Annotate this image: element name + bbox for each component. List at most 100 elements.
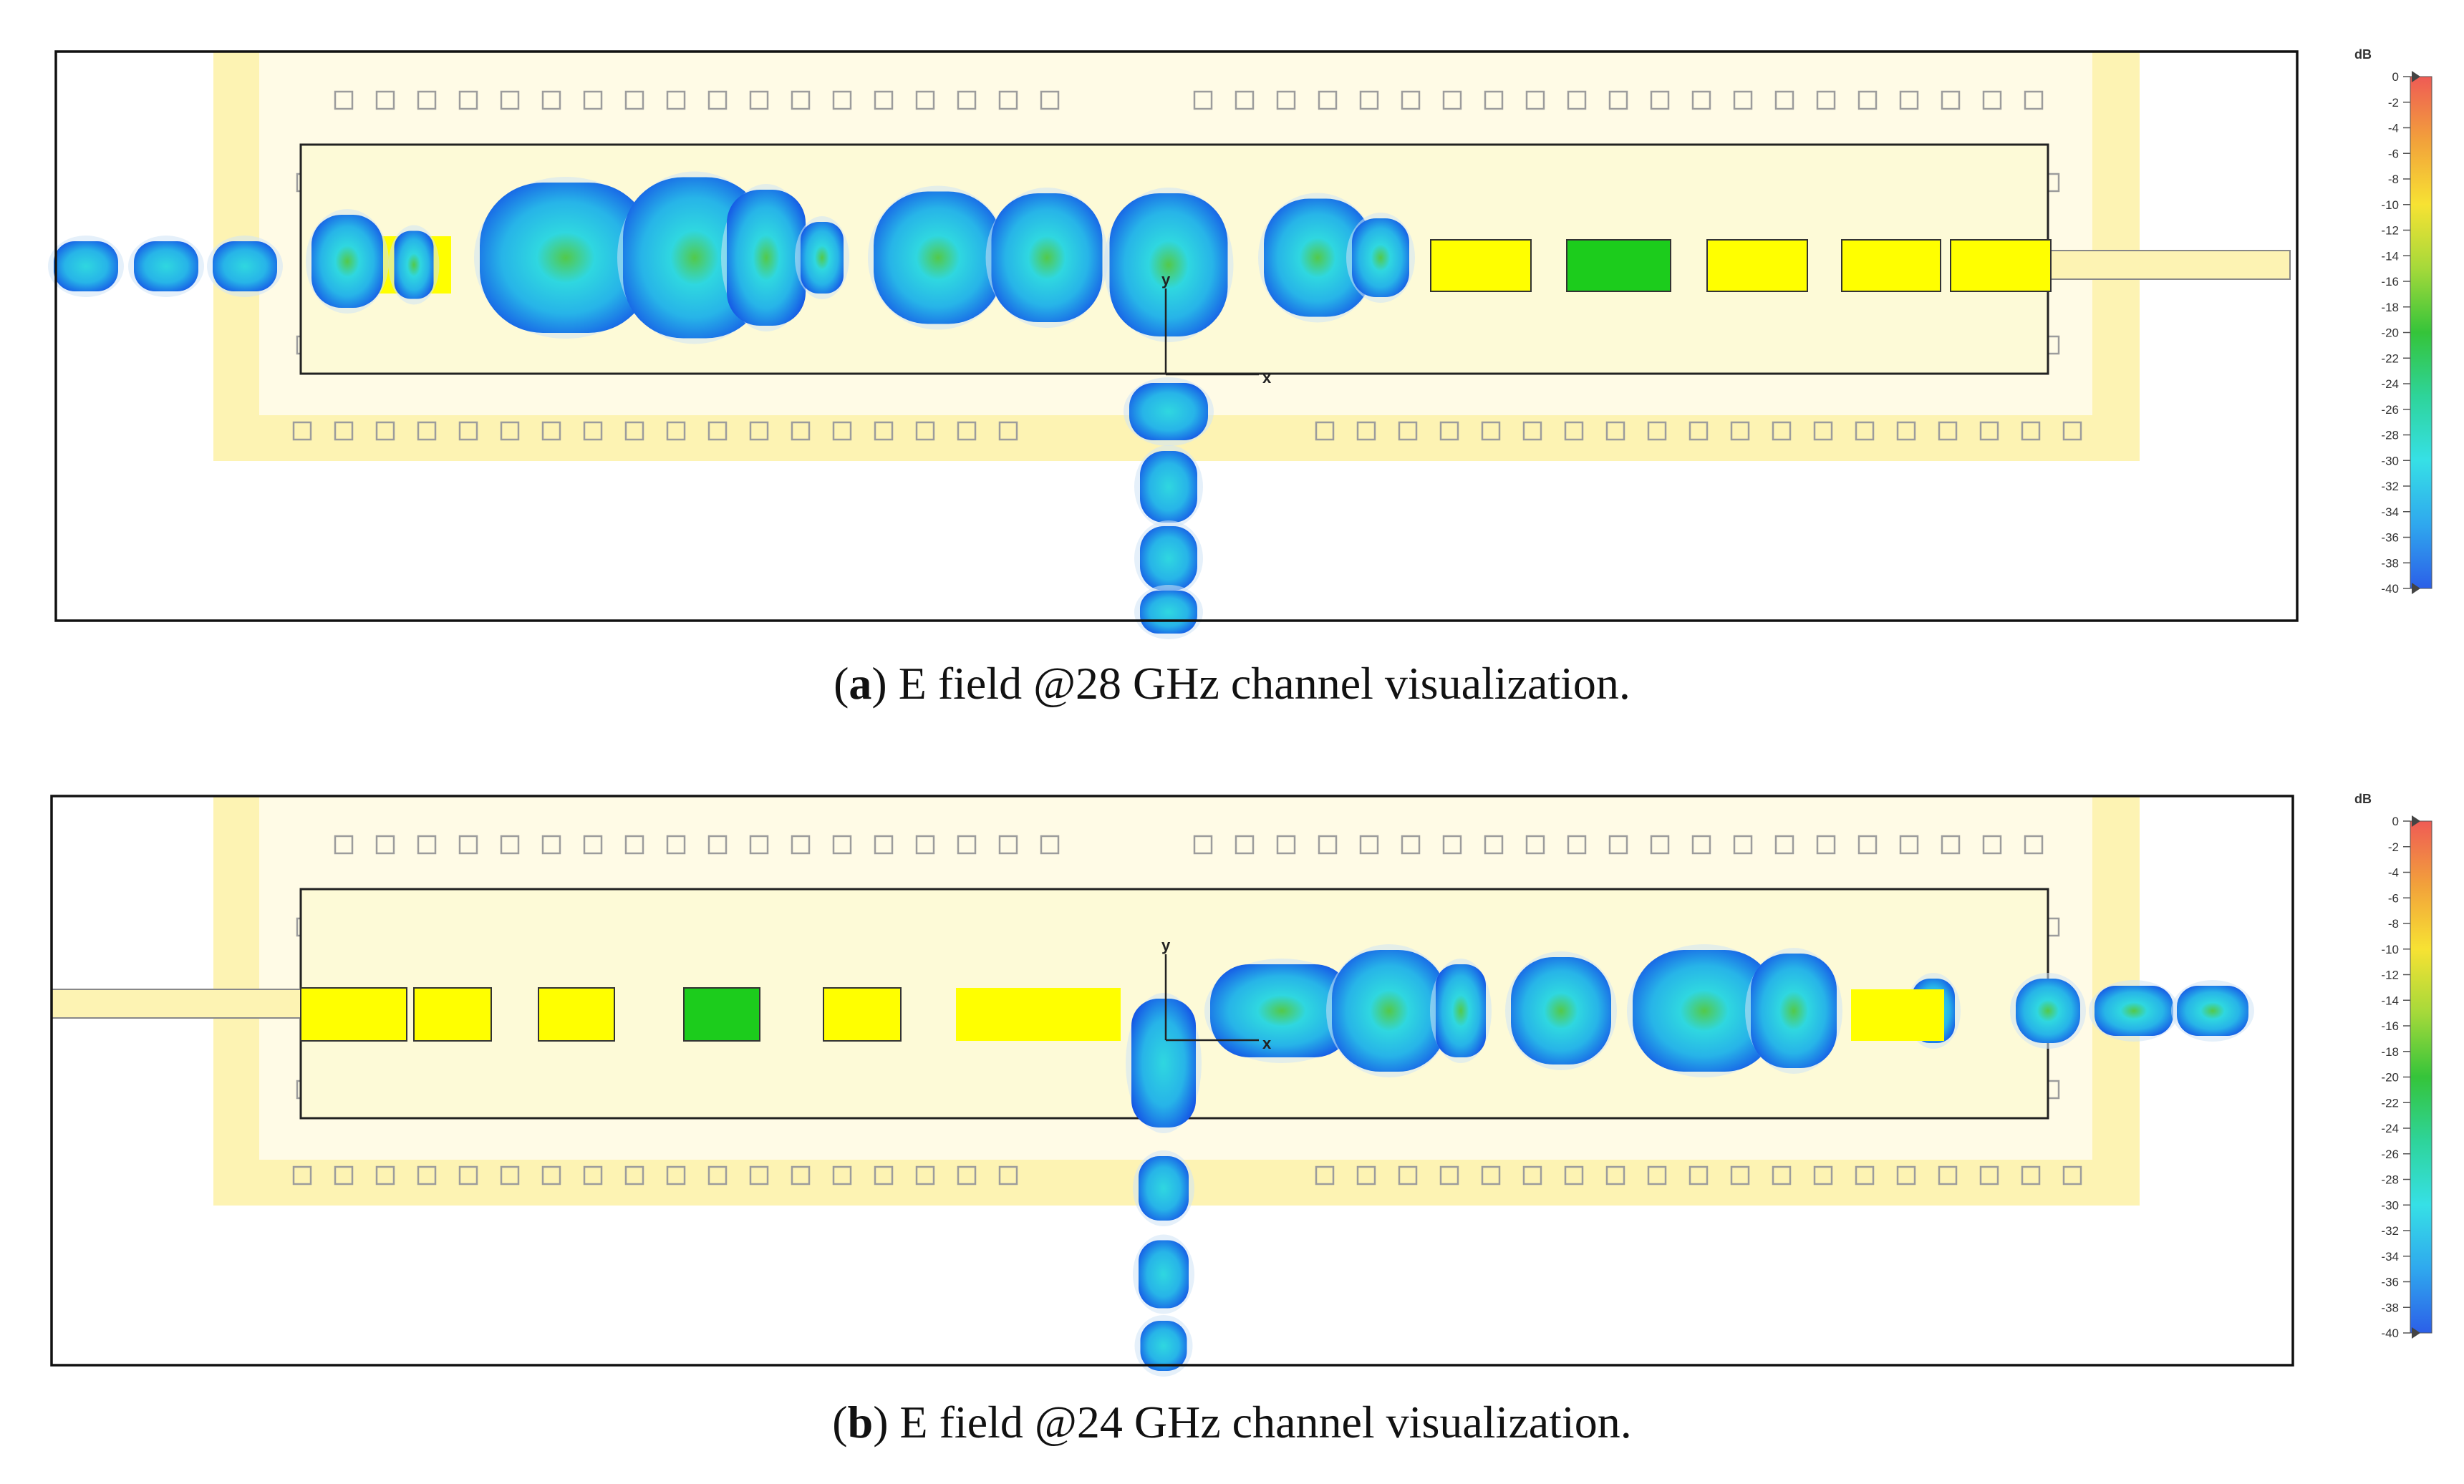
via-square bbox=[1564, 1165, 1584, 1185]
patch bbox=[413, 987, 492, 1042]
via-square bbox=[1276, 90, 1296, 110]
y-axis-label: y bbox=[1161, 271, 1171, 288]
colorbar-tick-label: -32 bbox=[2381, 1224, 2399, 1238]
caption-a-tag: a bbox=[849, 658, 872, 709]
field-blob bbox=[1264, 198, 1371, 317]
x-axis-label: x bbox=[1262, 369, 1272, 387]
field-blob bbox=[1139, 1156, 1189, 1221]
via-square bbox=[1401, 835, 1421, 855]
field-blob bbox=[1332, 950, 1446, 1072]
via-square bbox=[1608, 835, 1628, 855]
colorbar-tick-label: -12 bbox=[2381, 969, 2399, 982]
via-square bbox=[1979, 1165, 1999, 1185]
via-square bbox=[1315, 421, 1335, 441]
via-square bbox=[1193, 90, 1213, 110]
colorbar-tick-label: -18 bbox=[2381, 301, 2399, 314]
via-square bbox=[874, 90, 894, 110]
field-blob bbox=[1140, 451, 1197, 523]
field-blob bbox=[1140, 591, 1197, 634]
via-square bbox=[334, 421, 354, 441]
field-blob bbox=[991, 193, 1103, 322]
via-square bbox=[1608, 90, 1628, 110]
via-square bbox=[1855, 421, 1875, 441]
channel-yellow bbox=[1851, 989, 1944, 1041]
colorbar-tick-label: -34 bbox=[2381, 1250, 2399, 1264]
via-square bbox=[1816, 835, 1836, 855]
colorbar-unit: dB bbox=[2354, 47, 2372, 62]
via-square bbox=[1899, 835, 1919, 855]
colorbar-tick-label: -30 bbox=[2381, 454, 2399, 467]
via-square bbox=[1522, 421, 1542, 441]
colorbar-tick-label: -36 bbox=[2381, 1276, 2399, 1289]
colorbar-tick-label: -30 bbox=[2381, 1198, 2399, 1212]
via-square bbox=[1235, 835, 1255, 855]
caption-b-tag: b bbox=[847, 1397, 874, 1447]
via-square bbox=[292, 1165, 312, 1185]
via-square bbox=[1816, 90, 1836, 110]
via-square bbox=[915, 90, 935, 110]
via-square bbox=[874, 1165, 894, 1185]
via-square bbox=[1774, 90, 1794, 110]
field-blob bbox=[311, 215, 383, 308]
via-square bbox=[915, 421, 935, 441]
via-square bbox=[541, 1165, 561, 1185]
via-square bbox=[1979, 421, 1999, 441]
via-square bbox=[998, 835, 1018, 855]
x-axis-label: x bbox=[1262, 1034, 1272, 1052]
patch bbox=[1841, 239, 1941, 292]
colorbar-tick-label: 0 bbox=[2392, 815, 2399, 828]
colorbar-unit: dB bbox=[2354, 792, 2372, 806]
colorbar-tick-label: -34 bbox=[2381, 505, 2399, 519]
via-square bbox=[1941, 90, 1961, 110]
via-square bbox=[791, 90, 811, 110]
via-square bbox=[1318, 835, 1338, 855]
via-square bbox=[707, 421, 728, 441]
via-square bbox=[1857, 90, 1878, 110]
colorbar-tick-label: -22 bbox=[2381, 351, 2399, 365]
field-blob bbox=[1210, 964, 1353, 1057]
y-axis-label: y bbox=[1161, 936, 1171, 954]
via-square bbox=[1982, 90, 2002, 110]
coordinate-triad: yx bbox=[1161, 936, 1272, 1052]
via-square bbox=[1647, 421, 1667, 441]
via-square bbox=[749, 421, 769, 441]
field-blob bbox=[2016, 979, 2080, 1043]
colorbar-tick-label: -24 bbox=[2381, 1122, 2399, 1135]
via-square bbox=[1193, 835, 1213, 855]
via-square bbox=[1484, 835, 1504, 855]
field-scene: yx bbox=[48, 50, 2299, 639]
via-square bbox=[624, 835, 644, 855]
via-square bbox=[2021, 421, 2041, 441]
via-square bbox=[957, 1165, 977, 1185]
via-square bbox=[458, 1165, 478, 1185]
patch bbox=[538, 987, 615, 1042]
caption-a-text: E field @28 GHz channel visualization. bbox=[898, 658, 1630, 709]
via-square bbox=[1647, 1165, 1667, 1185]
field-blob bbox=[134, 241, 198, 291]
via-square bbox=[791, 421, 811, 441]
via-square bbox=[624, 1165, 644, 1185]
via-square bbox=[1525, 90, 1545, 110]
via-square bbox=[500, 421, 520, 441]
via-square bbox=[375, 90, 395, 110]
patch bbox=[823, 987, 902, 1042]
via-square bbox=[1772, 1165, 1792, 1185]
via-square bbox=[666, 421, 686, 441]
via-square bbox=[1605, 1165, 1625, 1185]
via-square bbox=[1857, 835, 1878, 855]
field-blob bbox=[1511, 957, 1611, 1064]
via-square bbox=[832, 835, 852, 855]
colorbar-tick-label: -40 bbox=[2381, 582, 2399, 596]
via-square bbox=[1650, 835, 1670, 855]
via-square bbox=[1484, 90, 1504, 110]
colorbar-tick-label: -28 bbox=[2381, 429, 2399, 442]
caption-b-text: E field @24 GHz channel visualization. bbox=[899, 1397, 1632, 1447]
via-square bbox=[1359, 835, 1379, 855]
via-square bbox=[541, 835, 561, 855]
via-square bbox=[417, 1165, 437, 1185]
channel-yellow bbox=[956, 988, 1121, 1041]
via-square bbox=[417, 90, 437, 110]
via-square bbox=[1442, 835, 1462, 855]
caption-b: (b) E field @24 GHz channel visualizatio… bbox=[832, 1397, 1632, 1447]
